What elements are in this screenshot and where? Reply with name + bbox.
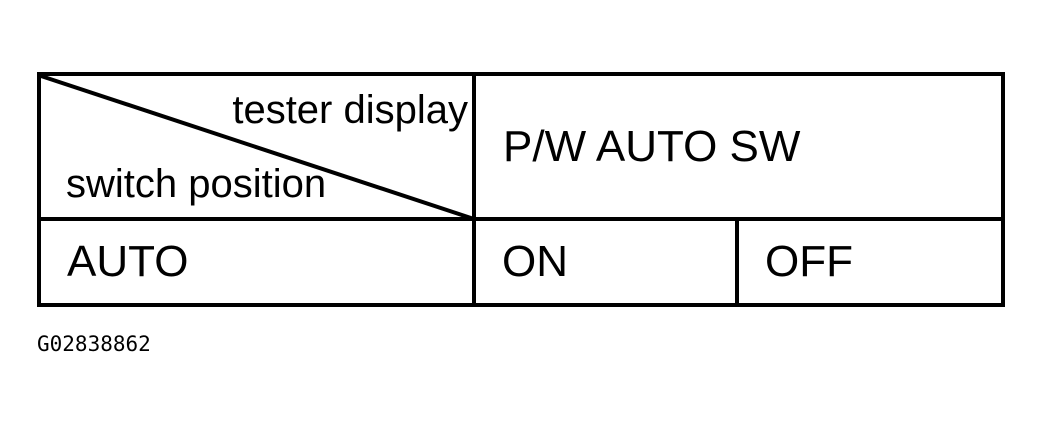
table-column-divider-1 [472,72,476,307]
table-cell-on: ON [476,221,735,303]
corner-header-tester-display-label: tester display [232,88,468,132]
corner-header-cell: tester display switch position [41,76,472,217]
table-outer-border [37,72,1005,307]
corner-header-switch-position-label: switch position [66,162,327,206]
cell-tester-display-on: ON [502,237,568,286]
figure-caption: G02838862 [37,332,151,356]
diagonal-split-line-icon [40,74,475,221]
cell-switch-position-auto: AUTO [67,237,189,286]
column-group-header-cell: P/W AUTO SW [476,76,1001,217]
cell-tester-display-off: OFF [765,237,853,286]
table-cell-off: OFF [739,221,1001,303]
table-row: AUTO [41,221,472,303]
table-column-divider-2 [735,217,739,307]
data-table: tester display switch position P/W AUTO … [37,72,1005,307]
table-row-divider [37,217,1005,221]
column-group-header-label: P/W AUTO SW [503,121,801,171]
